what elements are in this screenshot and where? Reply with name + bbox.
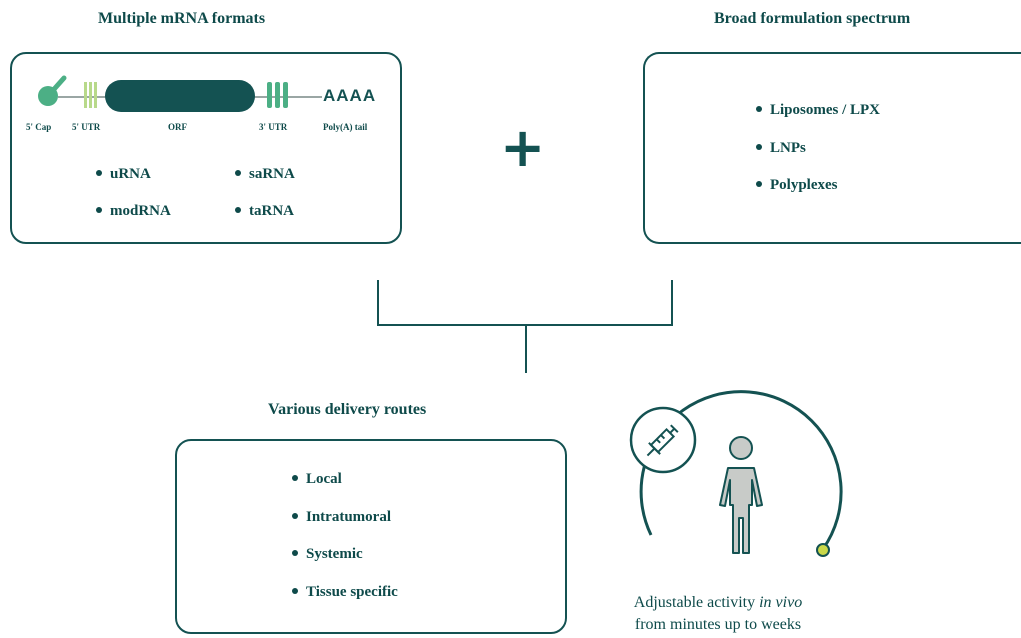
bullet-icon: [292, 474, 298, 481]
mrna-formats-title: Multiple mRNA formats: [98, 10, 266, 27]
bullet-icon: [235, 169, 241, 176]
activity-caption-line2: from minutes up to weeks: [634, 616, 802, 633]
bullet-icon: [292, 512, 298, 519]
syringe-icon: [629, 406, 697, 474]
plus-sign: +: [500, 116, 546, 179]
activity-caption-line1: Adjustable activity in vivo: [633, 594, 803, 611]
delivery-title: Various delivery routes: [268, 401, 427, 418]
activity-caption: Adjustable activity in vivo from minutes…: [578, 592, 858, 636]
end-dot-icon: [816, 543, 830, 557]
utr3-label: 3' UTR: [259, 122, 288, 132]
bullet-icon: [756, 143, 762, 150]
formulation-item: LNPs: [756, 140, 806, 157]
cap-label: 5' Cap: [26, 122, 52, 132]
utr5-label: 5' UTR: [72, 122, 101, 132]
bullet-icon: [756, 180, 762, 187]
formulation-item: Polyplexes: [756, 177, 838, 194]
formulation-title: Broad formulation spectrum: [714, 10, 911, 27]
bullet-icon: [292, 549, 298, 556]
formulation-item: Liposomes / LPX: [756, 102, 880, 119]
delivery-item: Systemic: [292, 546, 363, 563]
delivery-item: Local: [292, 471, 342, 488]
mrna-item: uRNA: [96, 166, 151, 183]
utr3-bars: [267, 82, 288, 108]
mrna-item: saRNA: [235, 166, 295, 183]
formulation-box: [643, 52, 1021, 244]
delivery-item: Intratumoral: [292, 509, 391, 526]
polya-text: AAAA: [323, 86, 377, 105]
person-icon: [719, 436, 763, 554]
polya-label: Poly(A) tail: [323, 122, 368, 132]
bullet-icon: [235, 206, 241, 213]
bullet-icon: [292, 587, 298, 594]
bullet-icon: [96, 206, 102, 213]
delivery-item: Tissue specific: [292, 584, 398, 601]
orf-label: ORF: [168, 122, 187, 132]
bullet-icon: [96, 169, 102, 176]
delivery-box: [175, 439, 567, 634]
utr5-bars: [84, 82, 97, 108]
mrna-item: taRNA: [235, 203, 294, 220]
orf-block: [105, 80, 255, 112]
bullet-icon: [756, 105, 762, 112]
mrna-item: modRNA: [96, 203, 171, 220]
